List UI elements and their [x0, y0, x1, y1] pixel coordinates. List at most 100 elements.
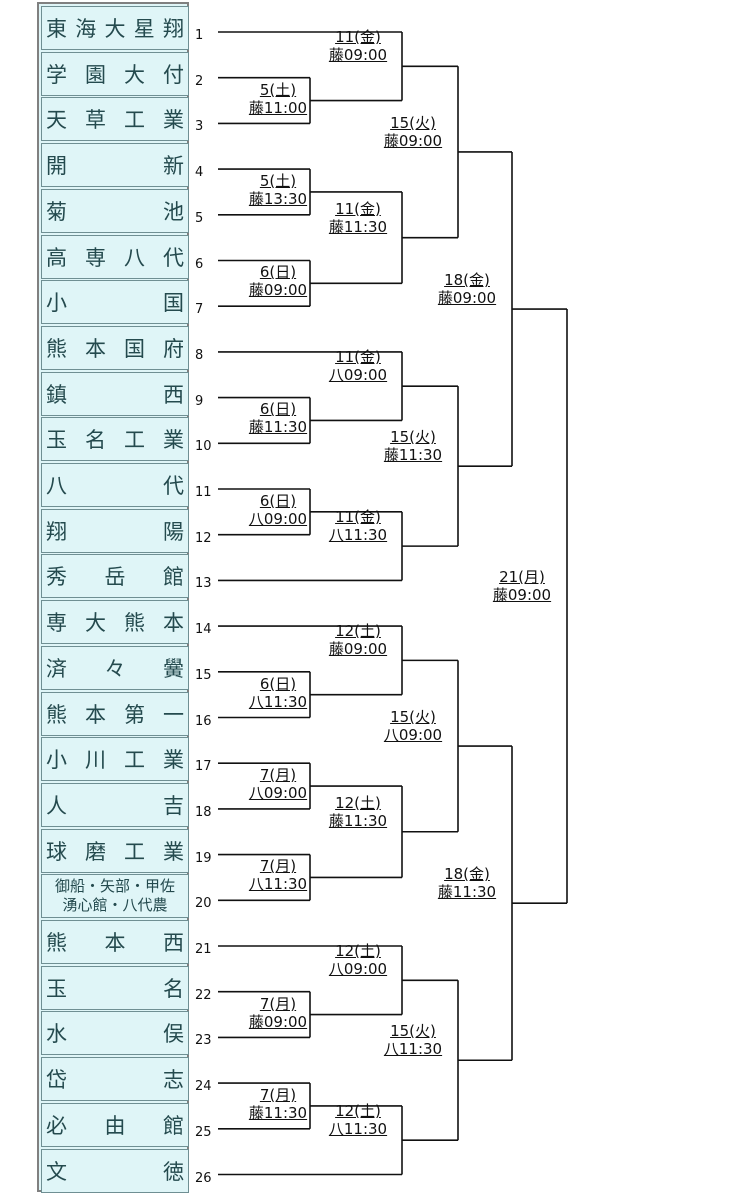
team-cell-23: 水俣	[41, 1011, 189, 1056]
seed-number: 23	[195, 1033, 212, 1049]
game-date: 5(土)	[259, 80, 297, 99]
game-time: 藤11:30	[328, 217, 388, 236]
game-date: 12(土)	[335, 793, 381, 812]
team-name: 済々黌	[46, 656, 184, 681]
game-label-r1-4-5: 5(土)藤13:30	[242, 172, 314, 208]
seed-number: 11	[195, 485, 212, 500]
seed-number: 17	[195, 759, 212, 775]
game-time: 藤11:30	[248, 1103, 308, 1122]
team-name: 文徳	[46, 1159, 184, 1184]
team-cell-10: 玉名工業	[41, 417, 189, 462]
game-time: 八11:30	[248, 692, 308, 711]
seed-number: 3	[195, 119, 204, 135]
team-name: 高専八代	[46, 245, 184, 270]
team-cell-25: 必由館	[41, 1102, 189, 1147]
game-time: 八09:00	[328, 366, 388, 385]
game-date: 18(金)	[444, 865, 490, 884]
seed-number: 12	[195, 530, 212, 546]
game-time: 藤09:00	[248, 281, 308, 300]
game-date: 6(日)	[259, 400, 297, 419]
team-cell-26: 文徳	[41, 1148, 189, 1193]
game-time: 八11:30	[248, 875, 308, 894]
game-time: 八11:30	[328, 526, 388, 545]
game-time: 藤11:30	[328, 811, 388, 830]
game-label-r2-5: 12(土)藤09:00	[322, 622, 394, 658]
seed-number: 5	[195, 210, 204, 226]
team-name: 岱志	[46, 1068, 184, 1093]
team-cell-24: 岱志	[41, 1057, 189, 1102]
game-label-r1-11-12: 6(日)八09:00	[242, 492, 314, 528]
game-time: 藤09:00	[248, 1012, 308, 1031]
game-label-r1-9-10: 6(日)藤11:30	[242, 400, 314, 436]
game-label-r3-1: 15(火)藤09:00	[377, 114, 449, 150]
team-cell-8: 熊本国府	[41, 325, 189, 370]
game-label-r1-22-23: 7(月)藤09:00	[242, 995, 314, 1031]
team-cell-14: 専大熊本	[41, 600, 189, 645]
team-name: 学園大付	[46, 62, 184, 87]
seed-number: 16	[195, 713, 212, 729]
game-date: 6(日)	[259, 674, 297, 693]
team-name: 必由館	[46, 1113, 184, 1138]
game-time: 藤11:30	[437, 883, 497, 902]
game-label-r3-3: 15(火)八09:00	[377, 708, 449, 744]
game-date: 7(月)	[259, 1085, 297, 1104]
game-label-final: 21(月)藤09:00	[486, 568, 558, 604]
game-date: 21(月)	[499, 568, 545, 587]
seed-number: 18	[195, 804, 212, 820]
team-cell-13: 秀岳館	[41, 554, 189, 599]
team-name: 水俣	[46, 1022, 184, 1047]
game-time: 八11:30	[383, 1040, 443, 1059]
game-date: 11(金)	[335, 199, 381, 218]
game-date: 7(月)	[259, 766, 297, 785]
game-label-r3-4: 15(火)八11:30	[377, 1022, 449, 1058]
game-label-sf-1: 18(金)藤09:00	[431, 271, 503, 307]
team-cell-18: 人吉	[41, 782, 189, 827]
game-time: 藤11:30	[383, 446, 443, 465]
team-name: 熊本第一	[46, 702, 184, 727]
game-date: 6(日)	[259, 491, 297, 510]
team-name: 熊本西	[46, 931, 184, 955]
team-cell-17: 小川工業	[41, 737, 189, 782]
game-date: 12(土)	[335, 1102, 381, 1121]
team-cell-22: 玉名	[41, 965, 189, 1010]
team-name: 玉名工業	[46, 428, 184, 453]
game-time: 藤11:30	[248, 418, 308, 437]
seed-number: 4	[195, 165, 204, 181]
seed-number: 20	[195, 896, 212, 912]
game-date: 7(月)	[259, 857, 297, 876]
seed-number: 2	[195, 73, 204, 89]
game-date: 6(日)	[259, 263, 297, 282]
game-date: 5(土)	[259, 171, 297, 190]
team-name: 天草工業	[46, 108, 184, 133]
game-date: 15(火)	[390, 428, 436, 447]
seed-number: 13	[195, 576, 212, 592]
team-cell-16: 熊本第一	[41, 691, 189, 736]
game-time: 藤09:00	[328, 46, 388, 65]
team-name: 鎮西	[46, 382, 184, 407]
seed-number: 25	[195, 1124, 212, 1140]
team-cell-1: 東海大星翔	[41, 6, 189, 50]
game-label-r1-17-18: 7(月)八09:00	[242, 766, 314, 802]
game-label-r2-8: 12(土)八11:30	[322, 1102, 394, 1138]
seed-number: 21	[195, 942, 212, 957]
team-cell-15: 済々黌	[41, 645, 189, 690]
game-time: 藤09:00	[383, 131, 443, 150]
team-cell-5: 菊池	[41, 188, 189, 233]
game-time: 八09:00	[328, 960, 388, 979]
team-cell-11: 八代	[41, 463, 189, 507]
seed-number: 14	[195, 622, 212, 638]
game-date: 15(火)	[390, 113, 436, 132]
team-name: 玉名	[46, 976, 184, 1001]
game-date: 12(土)	[335, 622, 381, 641]
game-date: 18(金)	[444, 271, 490, 290]
game-label-r1-24-25: 7(月)藤11:30	[242, 1086, 314, 1122]
seed-number: 26	[195, 1170, 212, 1186]
team-cell-20: 御船・矢部・甲佐湧心館・八代農	[41, 874, 189, 919]
game-label-r2-2: 11(金)藤11:30	[322, 200, 394, 236]
game-label-sf-2: 18(金)藤11:30	[431, 865, 503, 901]
game-date: 15(火)	[390, 1022, 436, 1041]
game-label-r2-7: 12(土)八09:00	[322, 942, 394, 978]
seed-number: 15	[195, 667, 212, 683]
game-date: 11(金)	[335, 28, 381, 47]
seed-number: 8	[195, 347, 204, 363]
